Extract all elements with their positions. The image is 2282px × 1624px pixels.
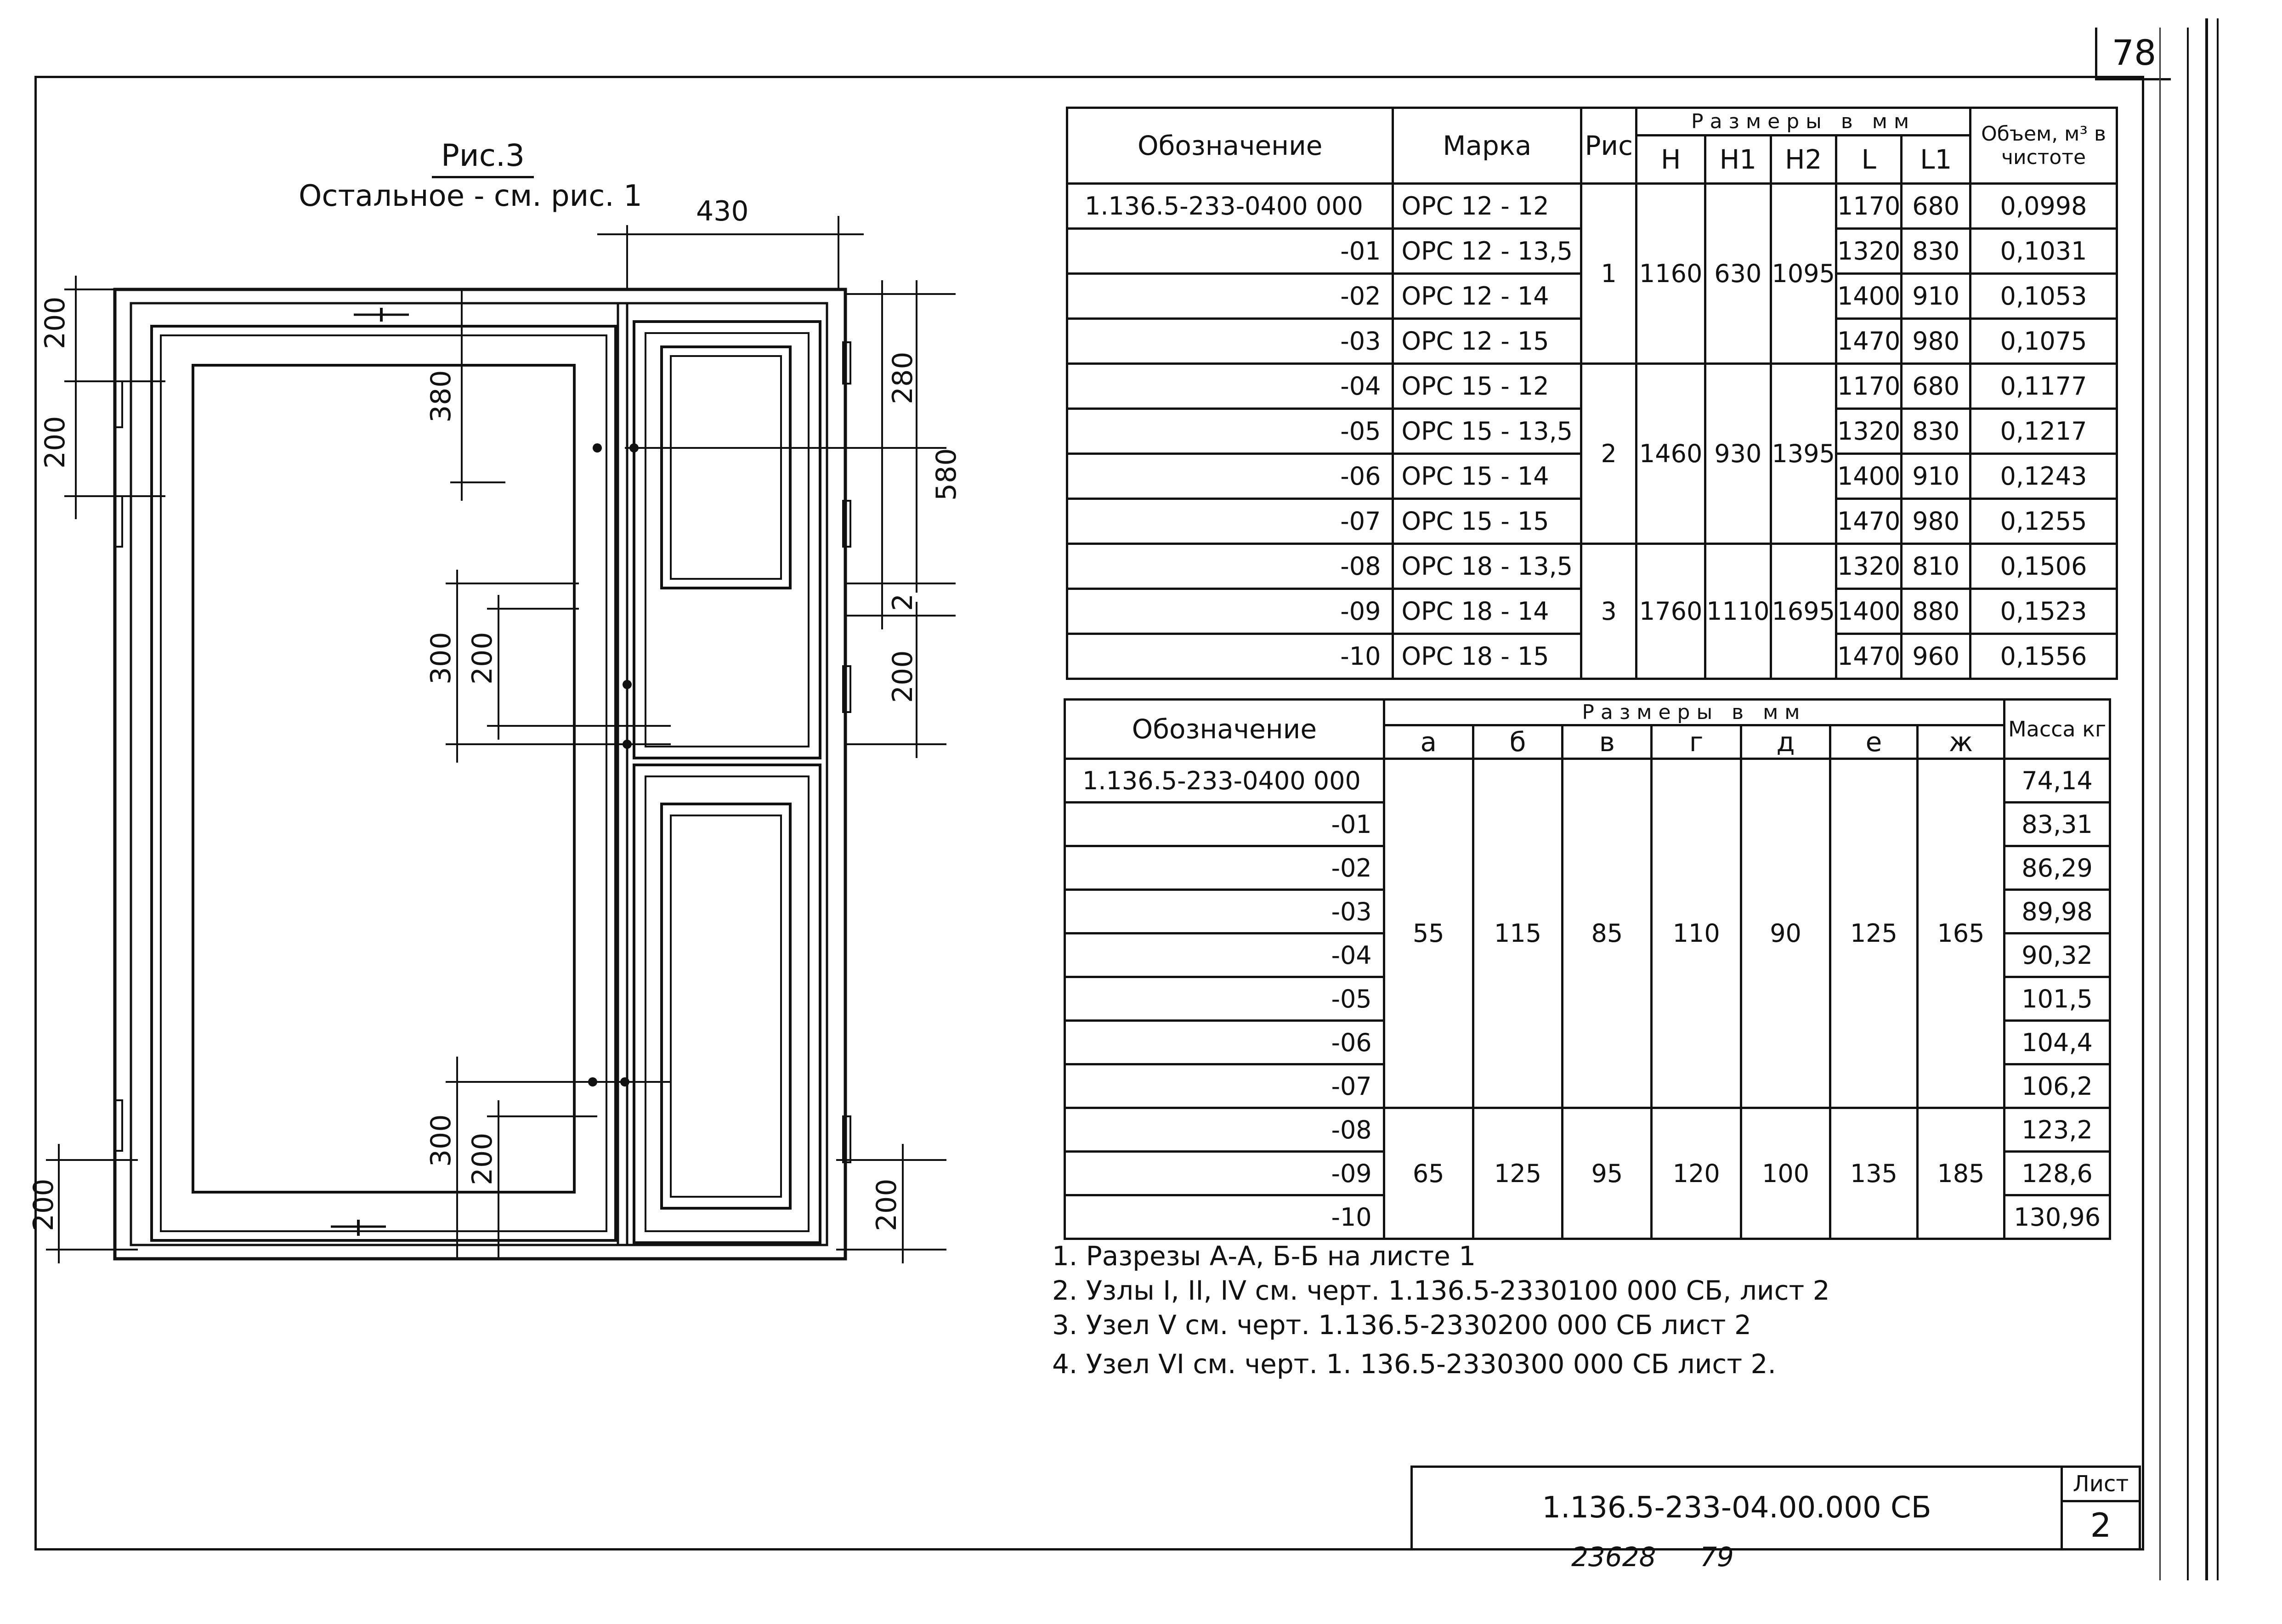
inventory-number: 23628	[1571, 1541, 1656, 1573]
header-mark: Марка	[1392, 107, 1583, 185]
table-row: -09 ОРС 18 - 14 1400 880 0,1523	[1065, 588, 2118, 635]
note-3: 3. Узел V см. черт. 1.136.5-2330200 000 …	[1052, 1309, 1751, 1341]
header-dims-group-2: Размеры в мм	[1382, 698, 2006, 726]
binding-line	[2205, 18, 2208, 1580]
header-e: е	[1829, 724, 1919, 760]
figure-subtitle: Остальное - см. рис. 1	[299, 179, 642, 213]
dim-200-bottom-left: 200	[28, 1178, 60, 1231]
figure-title: Рис.3	[432, 138, 534, 178]
table-row: -07 106,2	[1064, 1063, 2111, 1109]
dim-380: 380	[425, 370, 457, 423]
mass-table: Обозначение Размеры в мм Масса кг а б в …	[1064, 698, 2111, 1240]
header-dims-group: Размеры в мм	[1635, 107, 1972, 136]
header-volume: Объем, м³ в чистоте	[1969, 107, 2118, 185]
table-row: 1.136.5-233-0400 000 ОРС 12 - 12 1 1160 …	[1065, 182, 2118, 365]
dim-580: 580	[930, 448, 963, 501]
header-designation-2: Обозначение	[1064, 698, 1385, 760]
table-row: -03 89,98	[1064, 888, 2111, 934]
dim-200-bottom-inner: 200	[466, 1132, 498, 1185]
header-designation: Обозначение	[1065, 107, 1394, 185]
header-h2: H2	[1769, 134, 1837, 185]
header-g: г	[1650, 724, 1742, 760]
dim-2: 2	[887, 594, 919, 611]
header-d: д	[1739, 724, 1832, 760]
table-row: -01 ОРС 12 - 13,5 1320 830 0,1031	[1065, 227, 2118, 275]
header-l1: L1	[1900, 134, 1972, 185]
table-row: -06 104,4	[1064, 1019, 2111, 1065]
header-mass: Масса кг	[2003, 698, 2111, 760]
dim-200-mid-inner: 200	[466, 632, 498, 685]
table-row: -10 130,96	[1064, 1194, 2111, 1240]
table-row: -09 128,6	[1064, 1150, 2111, 1196]
binding-line	[2159, 28, 2161, 1580]
table-row: -08 65 125 95 120 100 135 185 123,2	[1064, 1107, 2111, 1240]
dim-300-bottom: 300	[425, 1114, 457, 1167]
table-row: -04 90,32	[1064, 932, 2111, 978]
table-row: -06 ОРС 15 - 14 1400 910 0,1243	[1065, 453, 2118, 500]
table-row: -02 ОРС 12 - 14 1400 910 0,1053	[1065, 272, 2118, 320]
table-row: -07 ОРС 15 - 15 1470 980 0,1255	[1065, 498, 2118, 545]
table-row: -02 86,29	[1064, 845, 2111, 891]
table-row: -05 ОРС 15 - 13,5 1320 830 0,1217	[1065, 407, 2118, 455]
dim-280: 280	[887, 351, 919, 404]
drawing-frame	[34, 76, 2144, 1550]
dimensions-table: Обозначение Марка Рис Размеры в мм Объем…	[1065, 107, 2118, 680]
dim-200-right-mid: 200	[887, 650, 919, 703]
dim-430: 430	[696, 198, 749, 227]
document-code: 1.136.5-233-04.00.000 СБ	[1542, 1491, 1931, 1525]
binding-line	[2217, 18, 2219, 1580]
header-h: H	[1635, 134, 1707, 185]
table-row: -01 83,31	[1064, 801, 2111, 847]
table-row: -08 ОРС 18 - 13,5 3 1760 1110 1695 1320 …	[1065, 543, 2118, 680]
table-row: -05 101,5	[1064, 976, 2111, 1022]
table-row: -10 ОРС 18 - 15 1470 960 0,1556	[1065, 633, 2118, 680]
page-number: 79	[1700, 1541, 1734, 1573]
window-drawing: 430 200 200 380 280 580 2 300 200 200 30…	[28, 198, 963, 1263]
table-row: 1.136.5-233-0400 000 55 115 85 110 90 12…	[1064, 758, 2111, 1109]
header-a: а	[1382, 724, 1474, 760]
header-h1: H1	[1704, 134, 1772, 185]
dim-300-mid: 300	[425, 632, 457, 685]
note-1: 1. Разрезы А-А, Б-Б на листе 1	[1052, 1240, 1476, 1272]
sheet-value: 2	[2090, 1506, 2112, 1545]
header-zh: ж	[1916, 724, 2006, 760]
dim-200-bottom-right: 200	[871, 1178, 903, 1231]
header-b: б	[1472, 724, 1564, 760]
table-row: -04 ОРС 15 - 12 2 1460 930 1395 1170 680…	[1065, 362, 2118, 545]
dim-200-mid: 200	[39, 416, 71, 469]
note-2: 2. Узлы I, II, IV см. черт. 1.136.5-2330…	[1052, 1275, 1830, 1306]
header-l: L	[1835, 134, 1903, 185]
table-row: -03 ОРС 12 - 15 1470 980 0,1075	[1065, 317, 2118, 365]
header-fig: Рис	[1580, 107, 1638, 185]
sheet-label: Лист	[2063, 1468, 2139, 1502]
binding-line	[2187, 28, 2189, 1580]
note-4: 4. Узел VI см. черт. 1. 136.5-2330300 00…	[1052, 1348, 1776, 1380]
sheet-number: 78	[2112, 32, 2157, 73]
sheet-box: Лист 2	[2061, 1466, 2141, 1548]
title-stamp: 1.136.5-233-04.00.000 СБ	[1410, 1466, 2063, 1548]
dim-200-top: 200	[39, 296, 71, 349]
corner-number-box: 78	[2095, 28, 2171, 80]
header-v: в	[1561, 724, 1653, 760]
